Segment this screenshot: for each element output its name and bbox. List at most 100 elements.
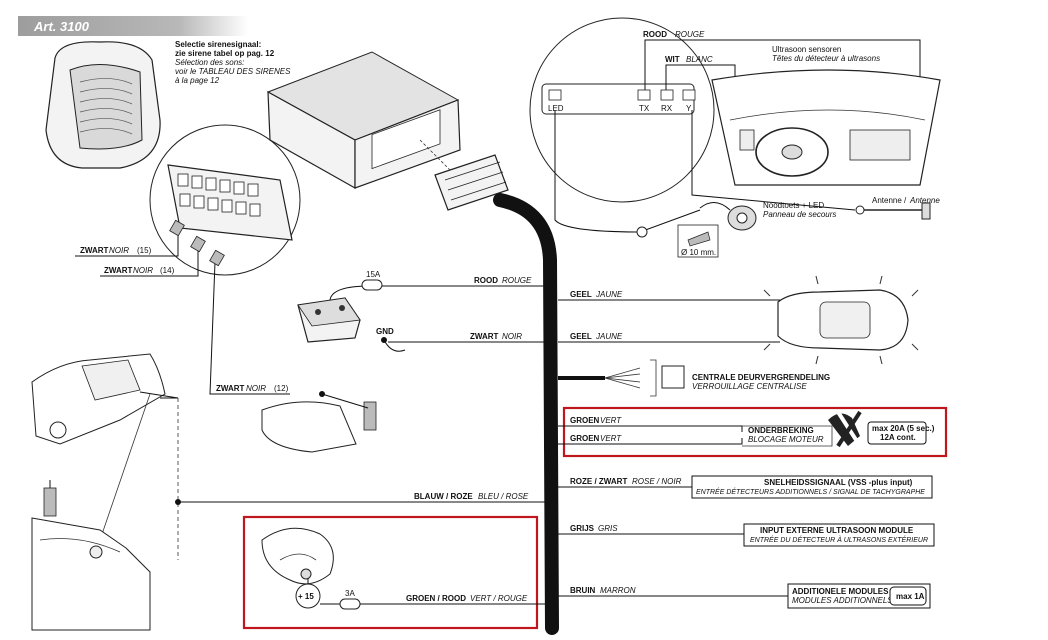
wire-yellow1-fr: JAUNE — [595, 290, 623, 299]
fuse-3a-label: 3A — [345, 589, 355, 598]
central-lock-nl: CENTRALE DEURVERGRENDELING — [692, 373, 830, 382]
speed-signal-fr: ENTRÉE DÉTECTEURS ADDITIONNELS / SIGNAL … — [696, 487, 925, 496]
car-door-icon — [31, 517, 151, 631]
wire-green1-fr: VERT — [600, 416, 622, 425]
central-lock-icon — [661, 365, 685, 389]
wire-terminals-icon — [169, 219, 225, 267]
pin-tx: TX — [639, 104, 650, 113]
control-unit-icon — [266, 51, 461, 190]
wire-black14-nl: ZWART — [104, 266, 133, 275]
add-modules-max: max 1A — [896, 592, 925, 601]
title-bar — [18, 16, 248, 36]
immobilizer-max: max 20A (5 sec.) — [872, 424, 935, 433]
wire-black14-num: (14) — [160, 266, 175, 275]
gnd-label: GND — [376, 327, 394, 336]
speed-signal-box — [691, 475, 933, 499]
wire-battery-black-nl: ZWART — [470, 332, 499, 341]
drill-size: Ø 10 mm. — [681, 248, 716, 257]
speed-signal-nl: SNELHEIDSSIGNAAL (VSS -plus input) — [764, 478, 913, 487]
wire-grey-fr: GRIS — [598, 524, 618, 533]
drill-icon — [677, 224, 719, 258]
battery-icon — [297, 297, 361, 343]
ignition-plus15: + 15 — [298, 592, 314, 601]
wire-black12-nl: ZWART — [216, 384, 245, 393]
wire-black12-fr: NOIR — [246, 384, 266, 393]
wire-black15-num: (15) — [137, 246, 152, 255]
ext-ultrasound-box — [743, 523, 935, 547]
connector-block-icon — [167, 164, 293, 241]
trunk-switch-icon — [261, 391, 377, 453]
wire-battery-red-nl: ROOD — [474, 276, 498, 285]
immobilizer-nl: ONDERBREKING — [748, 426, 814, 435]
emergency-nl: Noodtoets + LED — [763, 201, 824, 210]
engine-block-icon — [828, 410, 862, 448]
wire-blue-pink-fr: BLEU / ROSE — [478, 492, 529, 501]
add-modules-fr: MODULES ADDITIONNELS — [792, 596, 893, 605]
wire-battery-red-fr: ROUGE — [502, 276, 532, 285]
siren-note-fr-3: à la page 12 — [175, 76, 220, 85]
siren-note-fr-1: Sélection des sons: — [175, 58, 244, 67]
wire-green-red-fr: VERT / ROUGE — [470, 594, 528, 603]
wire-green1-nl: GROEN — [570, 416, 600, 425]
immobilizer-cont: 12A cont. — [880, 433, 916, 442]
ext-ultrasound-fr: ENTRÉE DU DÉTECTEUR À ULTRASONS EXTÉRIEU… — [750, 535, 928, 544]
pin-rx: RX — [661, 104, 673, 113]
immobilizer-rating-box — [867, 421, 927, 445]
pin-led: LED — [548, 104, 564, 113]
emergency-button-icon — [699, 202, 757, 231]
wire-brown-fr: MARRON — [600, 586, 636, 595]
ext-ultrasound-nl: INPUT EXTERNE ULTRASOON MODULE — [760, 526, 914, 535]
ultrasound-fr: Têtes du détecteur à ultrasons — [772, 54, 880, 63]
car-side-view-icon — [31, 353, 166, 445]
car-top-view-icon — [763, 275, 919, 365]
wire-black15-fr: NOIR — [109, 246, 129, 255]
pin-y: Y — [686, 104, 692, 113]
wire-green-red-nl: GROEN / ROOD — [406, 594, 466, 603]
ultrasound-nl: Ultrasoon sensoren — [772, 45, 841, 54]
siren-note-nl-2: zie sirene tabel op pag. 12 — [175, 49, 275, 58]
dashboard-icon — [711, 69, 941, 186]
wire-green2-fr: VERT — [600, 434, 622, 443]
wire-blue-pink-nl: BLAUW / ROZE — [414, 492, 473, 501]
gnd-point-icon — [381, 337, 387, 343]
immobilizer-fr: BLOCAGE MOTEUR — [748, 435, 824, 444]
wire-top-red-nl: ROOD — [643, 30, 667, 39]
add-modules-rating-box — [889, 586, 927, 606]
junction-point-icon — [175, 499, 181, 505]
door-switch-icon — [43, 480, 57, 517]
immobilizer-highlight — [562, 406, 948, 458]
led-connector-icon — [636, 226, 648, 238]
wire-top-white-nl: WIT — [665, 55, 680, 64]
wire-yellow2-fr: JAUNE — [595, 332, 623, 341]
antenna-sep: / — [904, 196, 907, 205]
fuse-3a-icon — [339, 598, 361, 610]
wire-top-white-fr: BLANC — [686, 55, 713, 64]
wire-yellow1-nl: GEEL — [570, 290, 592, 299]
wire-black12-num: (12) — [274, 384, 289, 393]
siren-note-fr-2: voir le TABLEAU DES SIRENES — [175, 67, 291, 76]
antenna-fr: Antenne — [909, 196, 940, 205]
wire-pink-black-fr: ROSE / NOIR — [632, 477, 682, 486]
emergency-fr: Panneau de secours — [763, 210, 836, 219]
wire-brown-nl: BRUIN — [570, 586, 596, 595]
add-modules-nl: ADDITIONELE MODULES — [792, 587, 889, 596]
wire-battery-black-fr: NOIR — [502, 332, 522, 341]
antenna-icon — [855, 202, 931, 220]
wire-black15-nl: ZWART — [80, 246, 109, 255]
siren-note-nl-1: Selectie sirenesignaal: — [175, 40, 261, 49]
ignition-lock-icon — [261, 527, 334, 585]
wire-green2-nl: GROEN — [570, 434, 600, 443]
fuse-15a-label: 15A — [366, 270, 381, 279]
fuse-15a-icon — [361, 279, 383, 291]
harness-connector-icon — [434, 154, 509, 211]
wire-top-red-fr: ROUGE — [675, 30, 705, 39]
main-cable — [493, 193, 559, 635]
wire-yellow2-nl: GEEL — [570, 332, 592, 341]
wire-black14-fr: NOIR — [133, 266, 153, 275]
wire-grey-nl: GRIJS — [570, 524, 595, 533]
siren-icon — [45, 41, 161, 169]
antenna-nl: Antenne — [872, 196, 902, 205]
ignition-highlight — [242, 515, 539, 630]
central-lock-fr: VERROUILLAGE CENTRALISE — [692, 382, 807, 391]
